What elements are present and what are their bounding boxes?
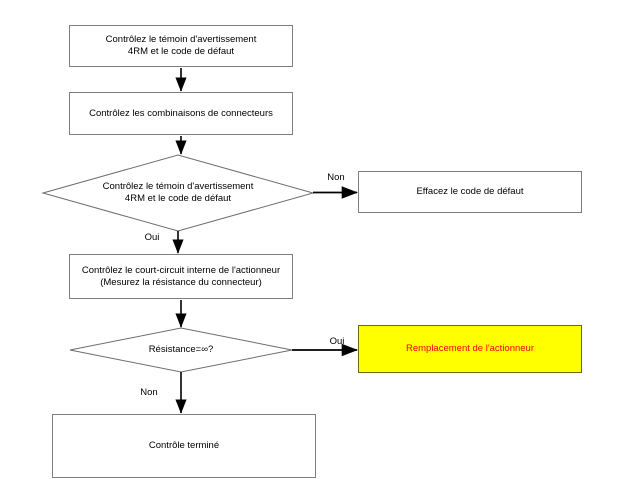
decision-warning-text: Contrôlez le témoin d'avertissement 4RM … [58, 175, 298, 211]
node-erase-fault-code-line1: Effacez le code de défaut [416, 186, 524, 197]
decision-warning-line1: Contrôlez le témoin d'avertissement [102, 181, 254, 192]
decision-resistance-line1: Résistance=∞? [148, 344, 214, 355]
node-check-short-circuit: Contrôlez le court-circuit interne de l'… [69, 254, 293, 299]
decision-resistance-text: Résistance=∞? [111, 341, 251, 359]
node-check-connectors-line1: Contrôlez les combinaisons de connecteur… [89, 107, 273, 119]
node-check-connectors: Contrôlez les combinaisons de connecteur… [69, 92, 293, 135]
node-check-short-circuit-line2: (Mesurez la résistance du connecteur) [100, 276, 262, 288]
edge-label-non-decision1: Non [327, 172, 345, 183]
edge-label-oui-decision2: Oui [329, 336, 345, 347]
node-check-warning-top-line2: 4RM et le code de défaut [127, 46, 235, 57]
node-control-done-line1: Contrôle terminé [148, 440, 220, 451]
node-check-warning-top: Contrôlez le témoin d'avertissement 4RM … [69, 25, 293, 67]
edge-label-non-decision2: Non [140, 387, 158, 398]
node-check-short-circuit-line1: Contrôlez le court-circuit interne de l'… [81, 264, 281, 276]
decision-warning-line2: 4RM et le code de défaut [124, 193, 232, 204]
edge-label-oui-decision1: Oui [144, 232, 160, 243]
node-control-done: Contrôle terminé [52, 414, 316, 478]
node-check-warning-top-line1: Contrôlez le témoin d'avertissement [105, 34, 257, 45]
node-replace-actuator-line1: Remplacement de l'actionneur [405, 343, 535, 354]
node-erase-fault-code: Effacez le code de défaut [358, 171, 582, 213]
node-replace-actuator: Remplacement de l'actionneur [358, 325, 582, 373]
